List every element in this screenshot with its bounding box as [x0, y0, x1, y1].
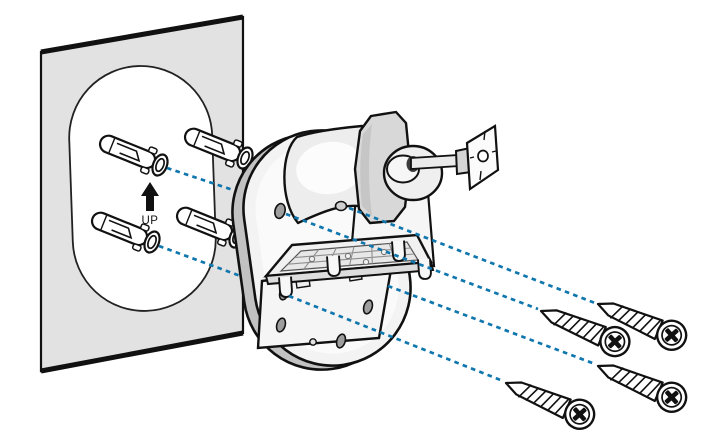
up-indicator: UP: [141, 182, 159, 227]
guide-line: [288, 294, 504, 383]
mounting-plate-hole: [477, 149, 489, 163]
guide-line: [285, 212, 539, 311]
screw: [499, 368, 600, 435]
bracket-hole: [275, 317, 287, 333]
wall-bottom-edge: [40, 330, 244, 374]
up-arrow-icon: [141, 182, 159, 211]
bracket-hole: [335, 333, 347, 349]
bracket-hook: [326, 254, 342, 278]
mount-bracket: [256, 233, 435, 350]
guide-line: [166, 166, 255, 199]
bracket-hook: [278, 275, 294, 299]
mounting-screws: [499, 289, 692, 435]
wall-panel: [39, 14, 245, 374]
bracket-shelf-front-edge: [264, 260, 435, 286]
up-label: UP: [142, 215, 159, 227]
wall-top-edge: [40, 14, 244, 55]
camera-mounting-plate: [465, 124, 500, 191]
base-plate-screw-hole: [274, 202, 286, 220]
arm-collar-facet: [360, 124, 372, 216]
screw: [591, 351, 692, 418]
guide-lines-screw-side: [285, 206, 596, 383]
arm-cylinder-highlight: [296, 141, 364, 195]
mount-arm: [283, 110, 473, 225]
bracket-hole: [362, 299, 374, 315]
arm-stem: [410, 154, 460, 170]
guide-line: [387, 284, 596, 366]
arm-base-tab: [334, 200, 348, 212]
guide-line: [158, 244, 255, 283]
mounting-area-cutout: [68, 65, 217, 312]
mounting-plate-alignment-marks: [469, 130, 497, 181]
bracket-boss: [309, 338, 317, 346]
